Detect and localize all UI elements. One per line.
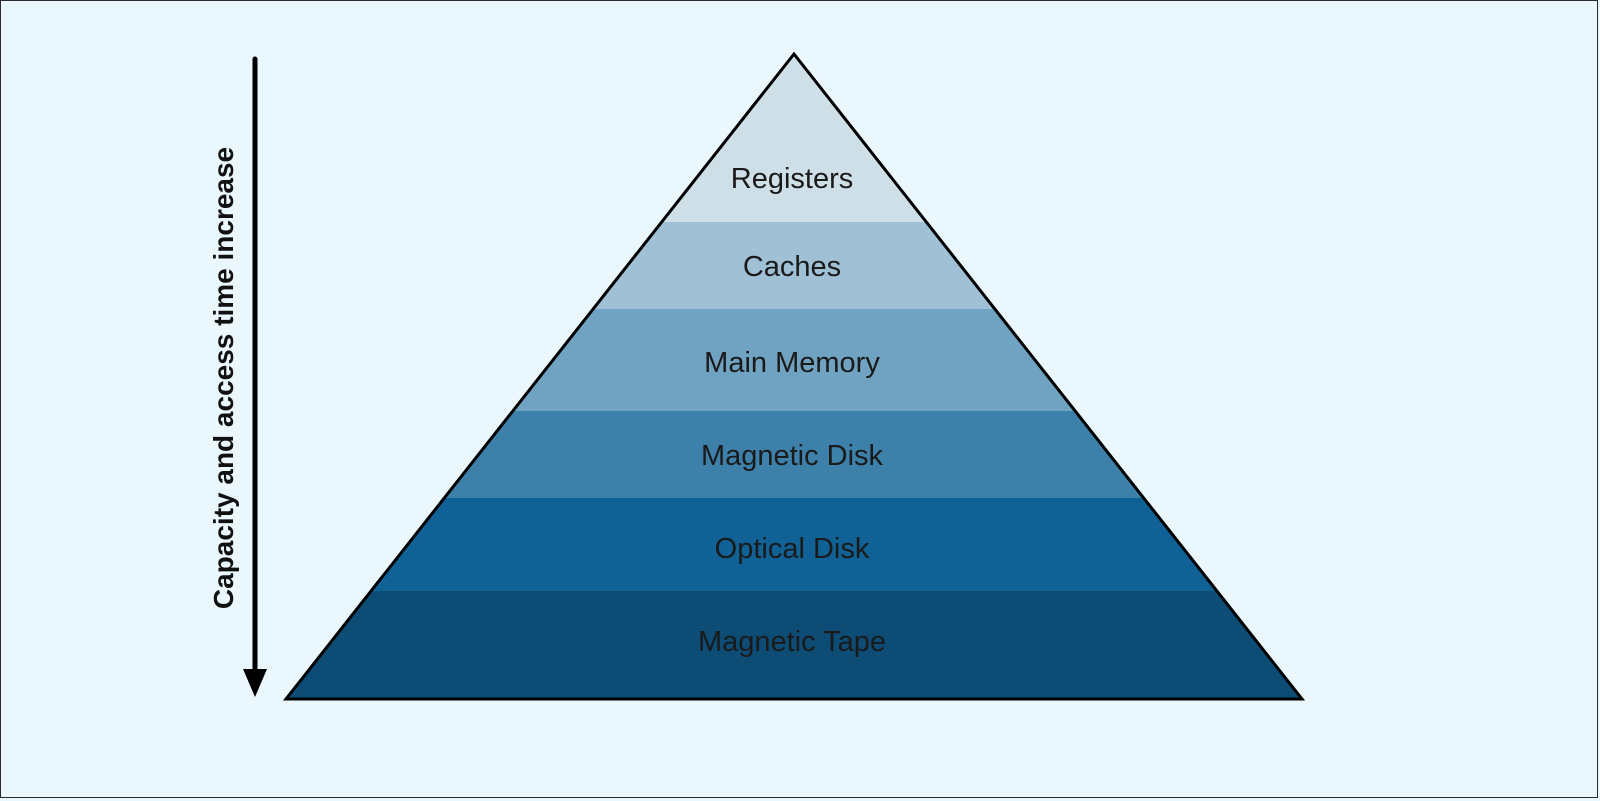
axis-arrow-head bbox=[243, 669, 267, 697]
layer-caches bbox=[593, 222, 995, 309]
layer-registers bbox=[661, 54, 927, 222]
layer-label-magnetic-tape: Magnetic Tape bbox=[698, 626, 886, 658]
layer-main-memory bbox=[512, 309, 1076, 411]
layer-label-caches: Caches bbox=[743, 251, 841, 283]
layer-label-registers: Registers bbox=[731, 163, 854, 195]
layer-optical-disk bbox=[371, 498, 1217, 591]
axis-arrow bbox=[243, 56, 267, 697]
pyramid-outline bbox=[282, 51, 1306, 701]
layer-labels: Registers Caches Main Memory Magnetic Di… bbox=[698, 163, 886, 658]
layer-label-main-memory: Main Memory bbox=[704, 347, 880, 379]
pyramid-layers bbox=[286, 54, 1302, 699]
layer-label-magnetic-disk: Magnetic Disk bbox=[701, 440, 884, 472]
layer-label-optical-disk: Optical Disk bbox=[715, 533, 870, 565]
layer-magnetic-tape bbox=[286, 591, 1302, 699]
axis-label: Capacity and access time increase bbox=[208, 147, 239, 609]
layer-magnetic-disk bbox=[444, 411, 1144, 498]
